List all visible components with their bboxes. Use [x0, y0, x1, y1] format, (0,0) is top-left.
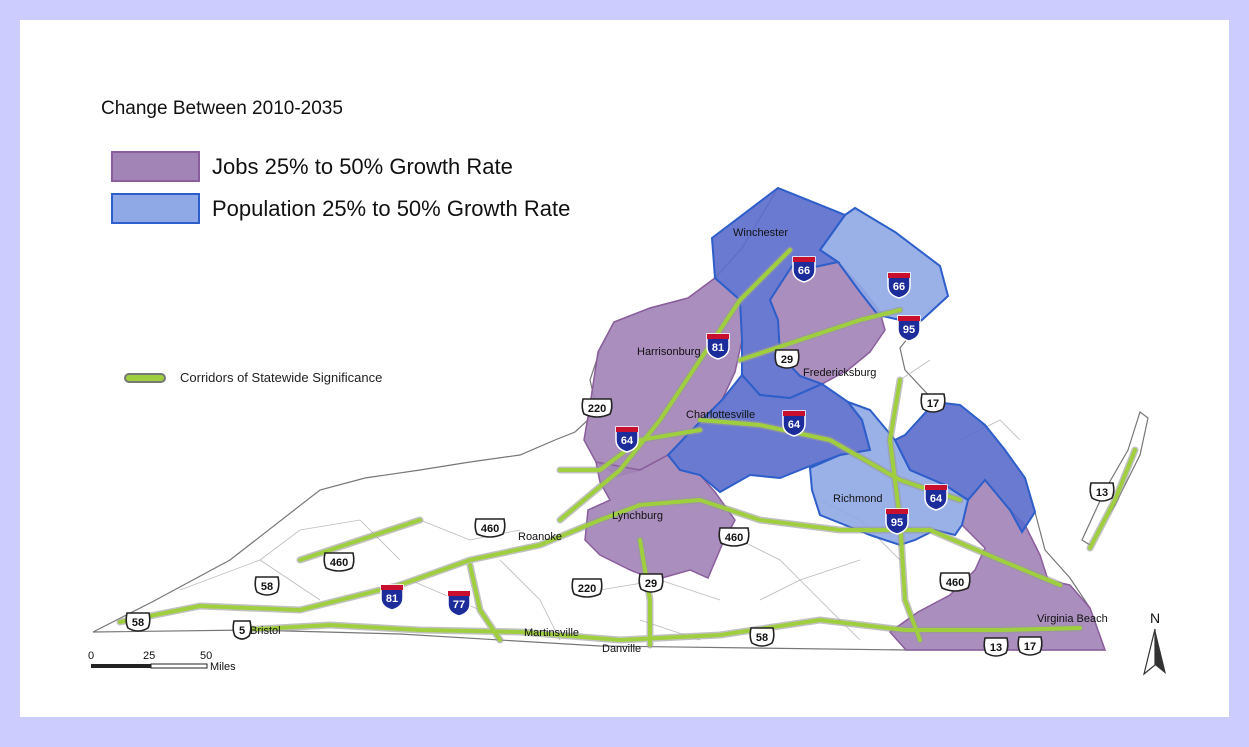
city-lynchburg: Lynchburg — [612, 510, 663, 522]
svg-text:13: 13 — [990, 642, 1002, 654]
us-route-shield-460-roanoke: 460 — [474, 518, 506, 538]
us-route-shield-220-south: 220 — [571, 578, 603, 598]
eastern-shore — [1081, 411, 1149, 546]
svg-text:81: 81 — [386, 593, 398, 605]
svg-text:58: 58 — [132, 617, 144, 629]
city-danville: Danville — [602, 643, 641, 655]
city-roanoke: Roanoke — [518, 531, 562, 543]
svg-text:220: 220 — [578, 583, 596, 595]
us-route-shield-13-south: 13 — [983, 637, 1009, 657]
interstate-shield-i66-west: 66 — [792, 256, 816, 283]
city-bristol: Bristol — [250, 625, 281, 637]
pop-region-charlottesville — [666, 373, 872, 494]
svg-text:5: 5 — [239, 625, 245, 637]
population-growth-regions — [666, 186, 1037, 547]
svg-text:220: 220 — [588, 403, 606, 415]
north-label: N — [1150, 610, 1160, 626]
svg-text:460: 460 — [725, 532, 743, 544]
legend-jobs: Jobs 25% to 50% Growth Rate — [111, 151, 513, 182]
svg-text:58: 58 — [756, 632, 768, 644]
us-route-shield-58-southwest: 58 — [125, 612, 151, 632]
city-labels: Winchester Harrisonburg Fredericksburg C… — [250, 227, 1108, 655]
interstate-shield-i64-west: 64 — [615, 426, 639, 453]
svg-text:95: 95 — [891, 517, 903, 529]
us-route-shield-460-east: 460 — [939, 572, 971, 592]
svg-text:81: 81 — [712, 342, 724, 354]
us-route-shield-17-north: 17 — [920, 393, 946, 413]
scale-unit: Miles — [210, 661, 236, 673]
svg-text:13: 13 — [1096, 487, 1108, 499]
scale-tick-25: 25 — [143, 650, 155, 662]
legend-jobs-swatch — [111, 151, 200, 182]
legend-population-label: Population 25% to 50% Growth Rate — [212, 195, 571, 221]
us-route-shield-58-west: 58 — [254, 576, 280, 596]
us-route-shield-5: 5 — [232, 620, 252, 640]
interstate-shield-i95-south: 95 — [885, 508, 909, 535]
us-route-shield-460-west: 460 — [323, 552, 355, 572]
interstate-shield-i66-east: 66 — [887, 272, 911, 299]
interstate-shield-i81-north: 81 — [706, 333, 730, 360]
svg-text:77: 77 — [453, 599, 465, 611]
city-virginia-beach: Virginia Beach — [1037, 613, 1108, 625]
interstate-shield-i64-central: 64 — [782, 410, 806, 437]
us-route-shield-460-lynchburg: 460 — [718, 527, 750, 547]
svg-text:66: 66 — [893, 281, 905, 293]
city-fredericksburg: Fredericksburg — [803, 367, 876, 379]
legend-corridors: Corridors of Statewide Significance — [124, 370, 382, 385]
svg-text:460: 460 — [946, 577, 964, 589]
svg-text:29: 29 — [781, 354, 793, 366]
svg-text:460: 460 — [481, 523, 499, 535]
map-title: Change Between 2010-2035 — [101, 98, 343, 119]
legend-population-swatch — [111, 193, 200, 224]
svg-text:64: 64 — [621, 435, 634, 447]
svg-text:64: 64 — [788, 419, 801, 431]
city-harrisonburg: Harrisonburg — [637, 346, 701, 358]
legend-population: Population 25% to 50% Growth Rate — [111, 193, 570, 224]
interstate-shield-i64-east: 64 — [924, 484, 948, 511]
us-route-shield-29-north: 29 — [774, 349, 800, 369]
svg-text:460: 460 — [330, 557, 348, 569]
us-route-shield-58-south: 58 — [749, 627, 775, 647]
city-charlottesville: Charlottesville — [686, 409, 755, 421]
interstate-shield-i77: 77 — [447, 590, 471, 617]
us-route-shield-220-north: 220 — [581, 398, 613, 418]
north-arrow: N — [1142, 610, 1166, 676]
city-martinsville: Martinsville — [524, 627, 579, 639]
us-route-shields: 29 220 17 13 460 460 460 460 — [125, 349, 1115, 657]
scale-tick-50: 50 — [200, 650, 212, 662]
city-winchester: Winchester — [733, 227, 788, 239]
legend-corridors-label: Corridors of Statewide Significance — [180, 370, 383, 385]
svg-text:17: 17 — [1024, 641, 1036, 653]
svg-text:29: 29 — [645, 578, 657, 590]
svg-text:95: 95 — [903, 324, 915, 336]
scale-tick-0: 0 — [88, 650, 94, 662]
interstate-shields: 66 66 95 81 64 64 64 — [380, 256, 948, 617]
corridors-of-statewide-significance — [116, 246, 1139, 649]
us-route-shield-17-south: 17 — [1017, 636, 1043, 656]
svg-text:64: 64 — [930, 493, 943, 505]
legend-corridors-swatch — [124, 372, 166, 383]
interstate-shield-i95-north: 95 — [897, 315, 921, 342]
interstate-shield-i81-south: 81 — [380, 584, 404, 611]
us-route-shield-13-north: 13 — [1089, 482, 1115, 502]
city-richmond: Richmond — [833, 493, 883, 505]
us-route-shield-29-south: 29 — [638, 573, 664, 593]
svg-text:58: 58 — [261, 581, 273, 593]
svg-text:17: 17 — [927, 398, 939, 410]
legend-jobs-label: Jobs 25% to 50% Growth Rate — [212, 153, 513, 179]
svg-text:66: 66 — [798, 265, 810, 277]
pop-region-northern-neck — [893, 400, 1037, 534]
scale-bar: 0 25 50 Miles — [88, 650, 236, 673]
